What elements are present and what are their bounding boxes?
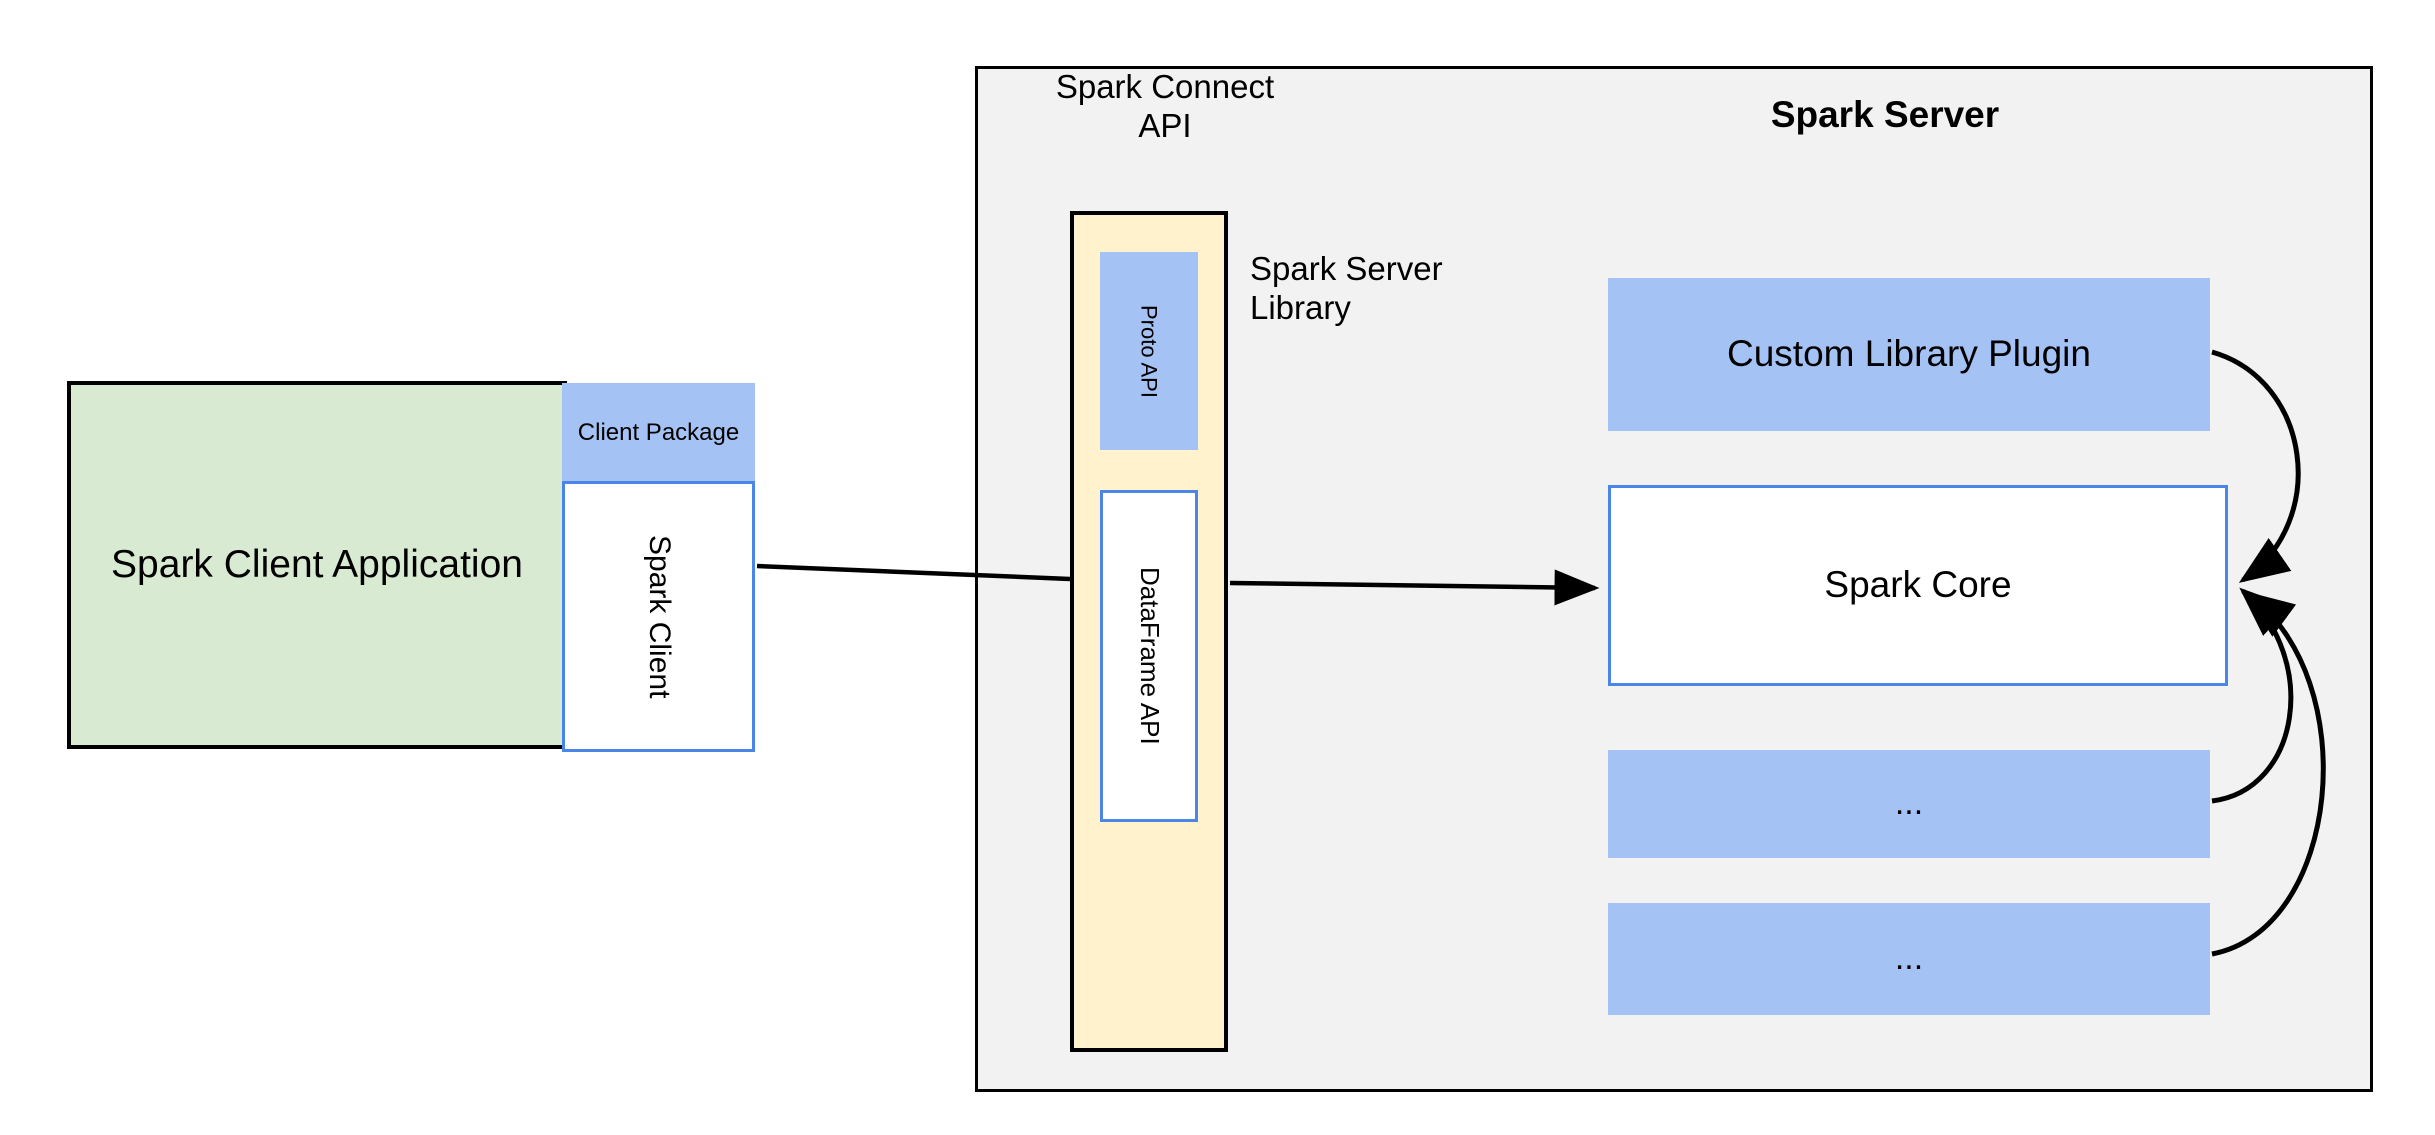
custom-library-plugin-box[interactable]: Custom Library Plugin (1608, 278, 2210, 431)
dataframe-api-label: DataFrame API (1134, 567, 1165, 745)
dataframe-api-box[interactable]: DataFrame API (1100, 490, 1198, 822)
ellipsis-box-two[interactable]: ... (1608, 903, 2210, 1015)
spark-client-box[interactable]: Spark Client (562, 481, 755, 752)
ellipsis-box-one[interactable]: ... (1608, 750, 2210, 858)
spark-client-application-label: Spark Client Application (111, 542, 523, 586)
spark-client-application-box[interactable]: Spark Client Application (67, 381, 567, 749)
spark-server-library-label: Spark Server Library (1250, 250, 1443, 326)
ellipsis-one-label: ... (1894, 784, 1924, 823)
client-package-box[interactable]: Client Package (562, 383, 755, 482)
spark-core-label: Spark Core (1824, 564, 2012, 606)
proto-api-box[interactable]: Proto API (1100, 252, 1198, 450)
spark-core-box[interactable]: Spark Core (1608, 485, 2228, 686)
ellipsis-two-label: ... (1894, 939, 1924, 978)
custom-library-plugin-label: Custom Library Plugin (1727, 333, 2091, 375)
proto-api-label: Proto API (1136, 304, 1162, 398)
spark-server-title: Spark Server (1770, 94, 2000, 135)
spark-client-label: Spark Client (642, 534, 676, 699)
client-package-label: Client Package (577, 418, 740, 446)
spark-connect-api-label: Spark Connect API (1055, 68, 1275, 144)
